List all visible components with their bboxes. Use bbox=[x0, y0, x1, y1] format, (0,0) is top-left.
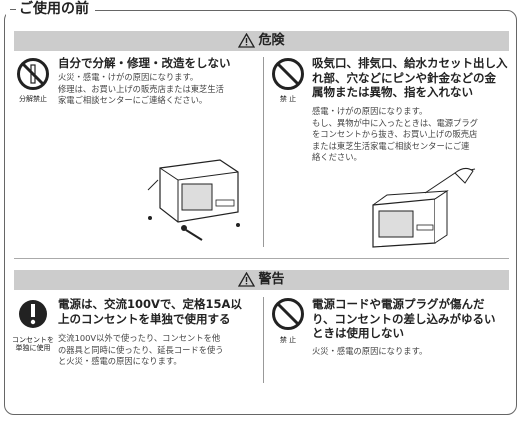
danger-right-heading: 吸気口、排気口、給水カセット出し入 れ部、穴などにピンや針金などの金 属物または… bbox=[312, 56, 508, 100]
heading-line: 上のコンセントを単独で使用する bbox=[58, 311, 231, 326]
title-dash bbox=[10, 8, 16, 10]
section-separator bbox=[14, 258, 509, 259]
mandatory-instruction-icon bbox=[19, 300, 47, 328]
body-line: 絡ください。 bbox=[312, 152, 362, 162]
warning-right-heading: 電源コードや電源プラグが傷んだ り、コンセントの差し込みがゆるい ときは使用しな… bbox=[312, 297, 496, 341]
mandatory-caption: コンセントを 単独に使用 bbox=[12, 336, 54, 352]
body-line: 火災・感電・けがの原因になります。 bbox=[58, 72, 199, 82]
body-line: 家電ご相談センターにご連絡ください。 bbox=[58, 95, 208, 105]
heading-line: ときは使用しない bbox=[312, 326, 404, 340]
prohibited-icon bbox=[272, 298, 304, 330]
section-title-text: ご使用の前 bbox=[19, 1, 89, 17]
heading-line: 吸気口、排気口、給水カセット出し入 bbox=[312, 56, 508, 70]
danger-left-body: 火災・感電・けがの原因になります。 修理は、お買い上げの販売店または東芝生活 家… bbox=[58, 72, 224, 107]
prohibited-caption: 禁 止 bbox=[279, 336, 297, 344]
danger-left-heading: 自分で分解・修理・改造をしない bbox=[58, 56, 231, 70]
notice-frame bbox=[4, 10, 517, 415]
heading-line: 電源は、交流100Vで、定格15A以 bbox=[58, 297, 242, 311]
prohibited-icon bbox=[272, 58, 304, 90]
warning-bar: 警告 bbox=[14, 270, 509, 290]
foreign-object-illustration bbox=[372, 167, 476, 248]
warning-divider bbox=[263, 297, 264, 383]
body-line: と火災・感電の原因になります。 bbox=[58, 356, 182, 366]
heading-line: り、コンセントの差し込みがゆるい bbox=[312, 311, 496, 326]
warning-label: 警告 bbox=[258, 272, 285, 287]
body-line: をコンセントから抜き、お買い上げの販売店 bbox=[312, 129, 478, 139]
disassembly-illustration bbox=[147, 159, 240, 241]
heading-line: 電源コードや電源プラグが傷んだ bbox=[312, 297, 485, 311]
body-line: 感電・けがの原因になります。 bbox=[312, 106, 428, 116]
prohibited-caption: 禁 止 bbox=[279, 95, 297, 103]
danger-bar: 危険 bbox=[14, 31, 509, 51]
heading-line: れ部、穴などにピンや針金などの金 bbox=[312, 70, 496, 85]
danger-label: 危険 bbox=[258, 33, 285, 48]
warning-right-body: 火災・感電の原因になります。 bbox=[312, 346, 427, 358]
danger-divider bbox=[263, 57, 264, 247]
heading-line: 属物または異物、指を入れない bbox=[312, 85, 473, 99]
section-title: ご使用の前 bbox=[6, 0, 95, 18]
no-disassembly-icon bbox=[17, 58, 49, 90]
warning-left-heading: 電源は、交流100Vで、定格15A以 上のコンセントを単独で使用する bbox=[58, 297, 242, 326]
body-line: 交流100V以外で使ったり、コンセントを他 bbox=[58, 333, 221, 343]
body-line: 修理は、お買い上げの販売店または東芝生活 bbox=[58, 83, 224, 94]
body-line: の器具と同時に使ったり、延長コードを使う bbox=[58, 344, 224, 355]
body-line: または東芝生活家電ご相談センターにご連 bbox=[312, 140, 470, 151]
no-disassembly-caption: 分解禁止 bbox=[19, 95, 47, 103]
body-line: もし、異物が中に入ったときは、電源プラグ bbox=[312, 117, 478, 128]
caption-line: 単独に使用 bbox=[15, 344, 51, 352]
body-line: 火災・感電の原因になります。 bbox=[312, 346, 428, 356]
warning-triangle-icon bbox=[238, 33, 256, 48]
warning-left-body: 交流100V以外で使ったり、コンセントを他 の器具と同時に使ったり、延長コードを… bbox=[58, 333, 224, 368]
caption-line: コンセントを bbox=[12, 336, 54, 344]
danger-right-body: 感電・けがの原因になります。 もし、異物が中に入ったときは、電源プラグ をコンセ… bbox=[312, 106, 478, 164]
warning-triangle-icon bbox=[238, 272, 256, 287]
